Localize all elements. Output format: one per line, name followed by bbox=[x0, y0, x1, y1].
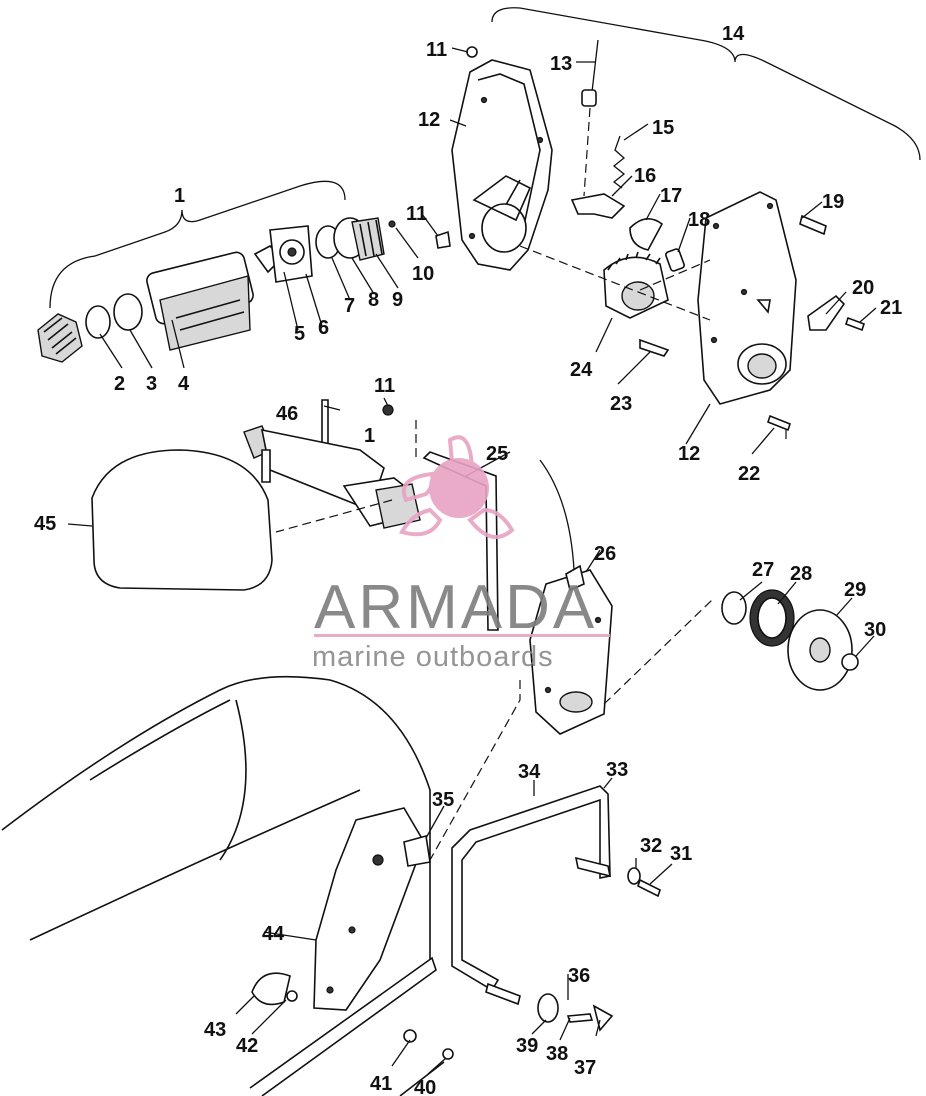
callout-11-tiller: 11 bbox=[374, 375, 395, 397]
callout-28: 28 bbox=[790, 563, 812, 585]
starter-pulley bbox=[721, 589, 859, 691]
callout-34: 34 bbox=[518, 761, 541, 783]
callout-36: 36 bbox=[568, 965, 590, 987]
callout-2: 2 bbox=[114, 373, 125, 395]
mounting-bracket bbox=[251, 807, 454, 1060]
upper-housing bbox=[435, 46, 553, 271]
callout-5: 5 bbox=[294, 323, 305, 345]
callout-39: 39 bbox=[516, 1035, 538, 1057]
watermark-brand: ARMADA bbox=[314, 573, 597, 642]
callout-41: 41 bbox=[370, 1073, 392, 1095]
brace-1 bbox=[49, 180, 346, 309]
callout-24: 24 bbox=[570, 359, 593, 381]
callout-22: 22 bbox=[738, 463, 760, 485]
brace-14 bbox=[491, 7, 921, 161]
starter-motor-assembly bbox=[37, 217, 396, 363]
throttle-cable-parts bbox=[570, 39, 685, 272]
callout-27: 27 bbox=[752, 559, 774, 581]
callout-21: 21 bbox=[880, 297, 902, 319]
callout-15: 15 bbox=[652, 117, 674, 139]
cover-pad bbox=[91, 449, 273, 591]
callout-45: 45 bbox=[34, 513, 56, 535]
watermark-tagline: marine outboards bbox=[312, 641, 554, 673]
callout-12-cover: 12 bbox=[678, 443, 700, 465]
callout-43: 43 bbox=[204, 1019, 226, 1041]
callout-31: 31 bbox=[670, 843, 692, 865]
callout-13: 13 bbox=[550, 53, 572, 75]
callout-6: 6 bbox=[318, 317, 329, 339]
callout-8: 8 bbox=[368, 289, 379, 311]
callout-32: 32 bbox=[640, 835, 662, 857]
callout-3: 3 bbox=[146, 373, 157, 395]
watermark: ARMADA marine outboards bbox=[312, 435, 610, 673]
callout-17: 17 bbox=[660, 185, 682, 207]
assembly-lines bbox=[275, 245, 787, 861]
housing-cover bbox=[697, 191, 866, 432]
callout-33: 33 bbox=[606, 759, 628, 781]
boat-rail bbox=[249, 956, 445, 1096]
callout-42: 42 bbox=[236, 1035, 258, 1057]
leader-lines bbox=[67, 47, 877, 1075]
callout-numbers: 1 1 2 3 4 5 6 7 8 9 10 11 11 11 12 12 13… bbox=[34, 23, 902, 1096]
callout-38: 38 bbox=[546, 1043, 568, 1065]
watermark-underline bbox=[314, 634, 610, 637]
tiller-handle bbox=[243, 399, 421, 529]
callout-16: 16 bbox=[634, 165, 656, 187]
callout-35: 35 bbox=[432, 789, 454, 811]
gear-sector bbox=[603, 251, 670, 357]
callout-1-tiller: 1 bbox=[364, 425, 375, 447]
callout-23: 23 bbox=[610, 393, 632, 415]
callout-18: 18 bbox=[688, 209, 710, 231]
callout-19: 19 bbox=[822, 191, 844, 213]
tiller-arm bbox=[451, 785, 661, 1032]
callout-4: 4 bbox=[178, 373, 190, 395]
callout-9: 9 bbox=[392, 289, 403, 311]
callout-1: 1 bbox=[174, 185, 185, 207]
callout-25: 25 bbox=[486, 443, 508, 465]
callout-14: 14 bbox=[722, 23, 745, 45]
propeller-logo bbox=[399, 435, 515, 540]
boat-hull-outline bbox=[1, 675, 431, 960]
callout-46: 46 bbox=[276, 403, 298, 425]
callout-40: 40 bbox=[414, 1077, 436, 1096]
callout-44: 44 bbox=[262, 923, 285, 945]
callout-11-mid: 11 bbox=[406, 203, 427, 225]
callout-29: 29 bbox=[844, 579, 866, 601]
callout-11-top: 11 bbox=[426, 39, 447, 61]
boat-hull-curve bbox=[29, 699, 361, 941]
callout-12-housing: 12 bbox=[418, 109, 440, 131]
callout-20: 20 bbox=[852, 277, 874, 299]
callout-26: 26 bbox=[594, 543, 616, 565]
callout-30: 30 bbox=[864, 619, 886, 641]
callout-10: 10 bbox=[412, 263, 434, 285]
callout-37: 37 bbox=[574, 1057, 596, 1079]
callout-7: 7 bbox=[344, 295, 355, 317]
